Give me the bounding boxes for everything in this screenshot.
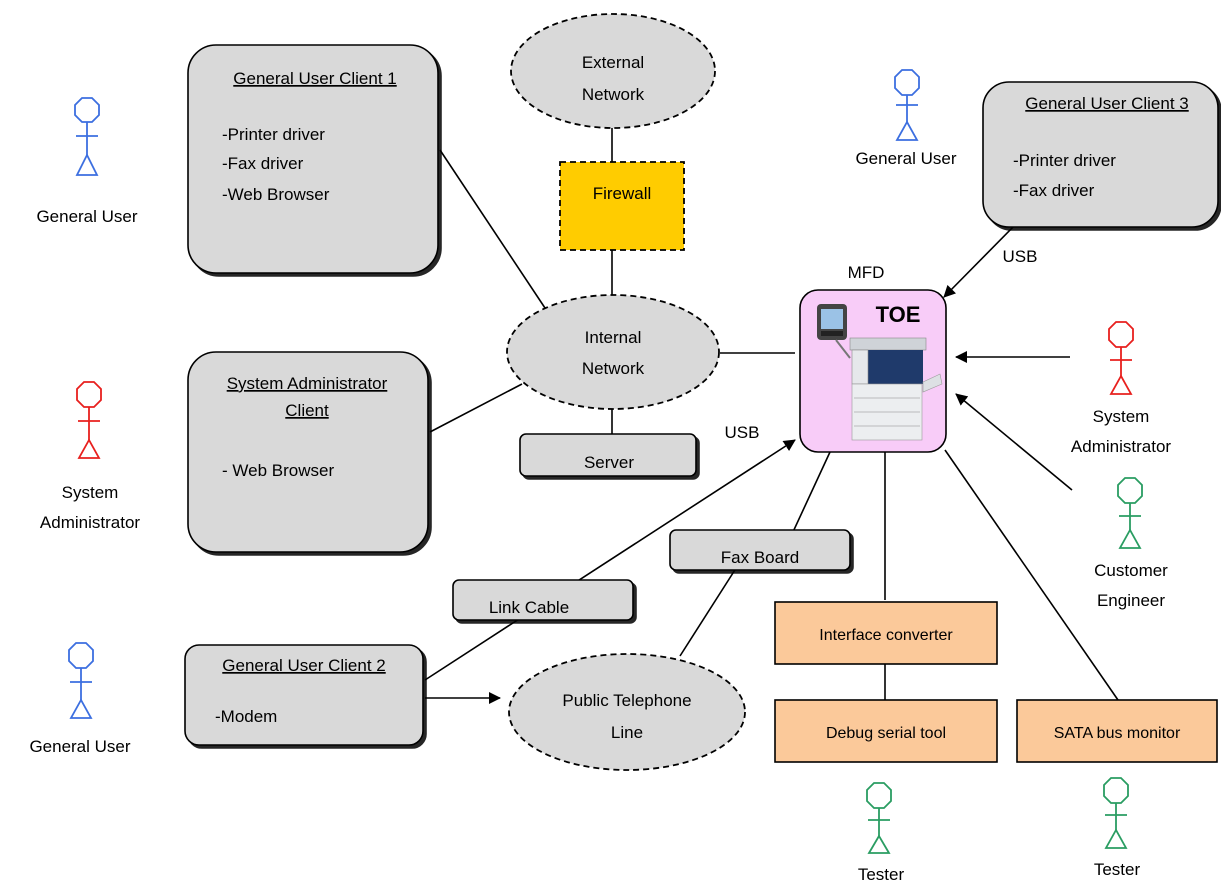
external-network-label-1: External — [582, 53, 644, 72]
usb-label-client2: USB — [725, 423, 760, 442]
line-engineer-mfd — [955, 393, 1073, 491]
mfd-label: MFD — [848, 263, 885, 282]
general-user-actor-icon — [894, 69, 920, 141]
client2-item: -Modem — [215, 707, 277, 726]
line-admin-internal — [429, 383, 523, 433]
pstn-label-1: Public Telephone — [562, 691, 691, 710]
control-panel-icon — [817, 304, 847, 340]
external-network-label-2: Network — [582, 85, 645, 104]
client3-item: -Printer driver — [1013, 151, 1116, 170]
usb-label-client3: USB — [1003, 247, 1038, 266]
toe-label: TOE — [876, 302, 921, 327]
tester-label: Tester — [858, 865, 905, 884]
line-client2-mfd-usb — [424, 439, 796, 681]
general-user-label: General User — [855, 149, 956, 168]
client1-title: General User Client 1 — [233, 69, 396, 88]
customer-engineer-label-1: Customer — [1094, 561, 1168, 580]
multifunction-printer-icon — [835, 337, 943, 441]
fax-board: Fax Board — [669, 529, 851, 571]
firewall-label: Firewall — [593, 184, 652, 203]
line-client1-internal — [439, 149, 546, 309]
sata-bus-monitor-label: SATA bus monitor — [1054, 725, 1181, 742]
system-administrator-actor-icon — [1108, 321, 1134, 395]
line-mfd-sata — [944, 449, 1119, 701]
general-user-actor-icon — [68, 642, 94, 719]
interface-converter-label: Interface converter — [819, 627, 953, 644]
server: Server — [519, 433, 697, 477]
system-administrator-client: System Administrator Client - Web Browse… — [187, 351, 429, 553]
firewall: Firewall — [559, 161, 685, 251]
system-administrator-label-1: System — [1093, 407, 1150, 426]
public-telephone-line: Public Telephone Line — [508, 653, 746, 771]
line-client3-mfd-usb — [943, 221, 1019, 298]
client1-item: -Fax driver — [222, 154, 304, 173]
pstn-label-2: Line — [611, 723, 643, 742]
debug-serial-tool: Debug serial tool — [774, 699, 998, 763]
client3-item: -Fax driver — [1013, 181, 1095, 200]
tester-label: Tester — [1094, 860, 1141, 879]
tester-actor-icon — [866, 782, 892, 854]
general-user-label: General User — [29, 737, 130, 756]
internal-network-label-1: Internal — [585, 328, 642, 347]
internal-network-label-2: Network — [582, 359, 645, 378]
client1-item: -Web Browser — [222, 185, 330, 204]
system-administrator-actor-icon — [76, 381, 102, 459]
fax-board-label: Fax Board — [721, 548, 799, 567]
system-administrator-label-2: Administrator — [1071, 437, 1171, 456]
admin-client-title-2: Client — [285, 401, 329, 420]
interface-converter: Interface converter — [774, 601, 998, 665]
server-label: Server — [584, 453, 634, 472]
general-user-client-1: General User Client 1 -Printer driver -F… — [187, 44, 439, 274]
client3-title: General User Client 3 — [1025, 94, 1188, 113]
customer-engineer-label-2: Engineer — [1097, 591, 1165, 610]
general-user-client-3: General User Client 3 -Printer driver -F… — [982, 81, 1219, 228]
internal-network: Internal Network — [506, 294, 720, 410]
general-user-client-2: General User Client 2 -Modem — [184, 644, 424, 746]
debug-serial-tool-label: Debug serial tool — [826, 725, 946, 742]
client2-title: General User Client 2 — [222, 656, 385, 675]
client1-item: -Printer driver — [222, 125, 325, 144]
admin-client-title-1: System Administrator — [227, 374, 388, 393]
mfd-toe: MFD TOE — [799, 263, 947, 453]
customer-engineer-actor-icon — [1117, 477, 1143, 549]
system-administrator-label-1: System — [62, 483, 119, 502]
link-cable-label: Link Cable — [489, 598, 569, 617]
admin-client-item: - Web Browser — [222, 461, 334, 480]
link-cable: Link Cable — [452, 579, 634, 621]
line-fax-pstn — [679, 561, 741, 657]
tester-actor-icon — [1103, 777, 1129, 849]
system-administrator-label-2: Administrator — [40, 513, 140, 532]
sata-bus-monitor: SATA bus monitor — [1016, 699, 1218, 763]
general-user-label: General User — [36, 207, 137, 226]
external-network: External Network — [510, 13, 716, 129]
general-user-actor-icon — [74, 97, 100, 176]
